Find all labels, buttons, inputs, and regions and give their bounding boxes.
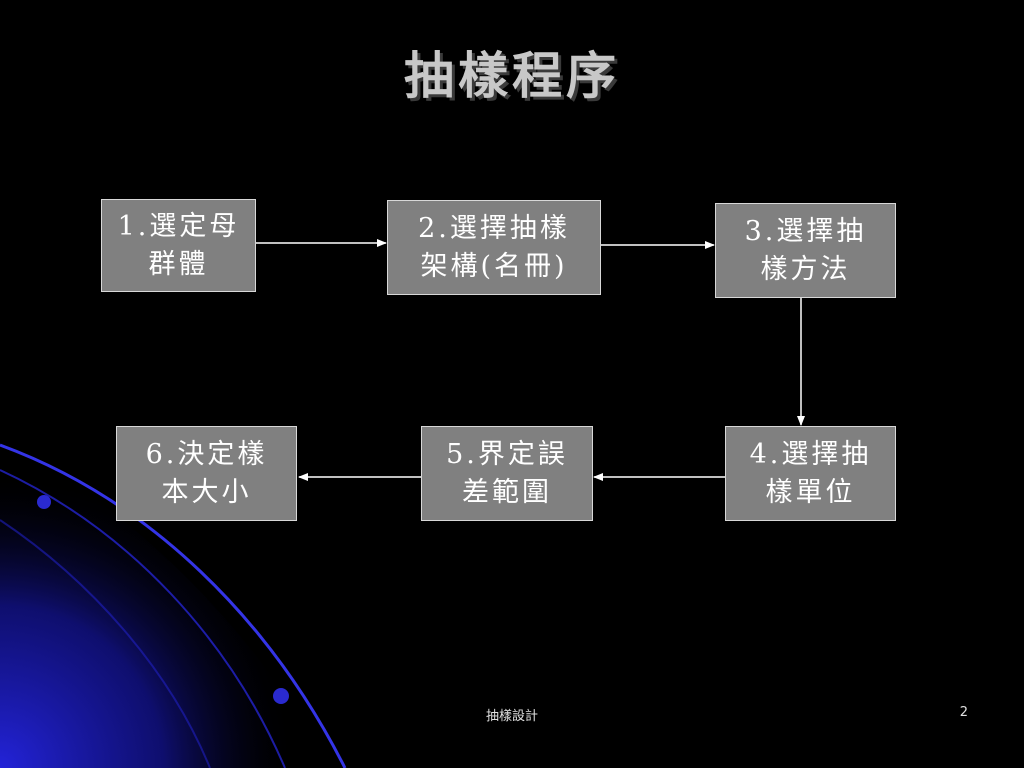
- step-5-line1: 5.界定誤: [446, 438, 568, 470]
- step-5-line2: 差範圍: [462, 476, 552, 508]
- slide-title: 抽樣程序: [404, 47, 620, 105]
- decor-arc-outer: [0, 443, 347, 768]
- step-4-line2: 樣單位: [765, 476, 856, 508]
- step-6-line1: 6.決定樣: [145, 438, 268, 470]
- footer-text: 抽樣設計: [485, 709, 538, 724]
- step-box-4: 4.選擇抽 樣單位: [725, 426, 896, 521]
- page-number: 2: [959, 705, 968, 720]
- decor-glow-area: [0, 440, 330, 768]
- decor-dot-lower: [273, 688, 289, 704]
- step-1-line2: 群體: [148, 248, 209, 280]
- step-1-line1: 1.選定母: [117, 210, 240, 242]
- decor-arc-middle: [0, 469, 286, 768]
- decor-dot-upper: [37, 495, 51, 509]
- step-box-3: 3.選擇抽 樣方法: [715, 203, 896, 298]
- step-box-1: 1.選定母 群體: [101, 199, 256, 292]
- decor-arc-inner: [0, 519, 211, 768]
- step-6-line2: 本大小: [161, 476, 252, 508]
- step-box-2: 2.選擇抽樣 架構(名冊): [387, 200, 601, 295]
- step-3-line1: 3.選擇抽: [744, 215, 867, 247]
- step-box-6: 6.決定樣 本大小: [116, 426, 297, 521]
- step-3-line2: 樣方法: [760, 253, 851, 285]
- step-2-line2: 架構(名冊): [420, 250, 568, 282]
- step-4-line1: 4.選擇抽: [749, 438, 872, 470]
- step-box-5: 5.界定誤 差範圍: [421, 426, 593, 521]
- step-2-line1: 2.選擇抽樣: [418, 212, 570, 244]
